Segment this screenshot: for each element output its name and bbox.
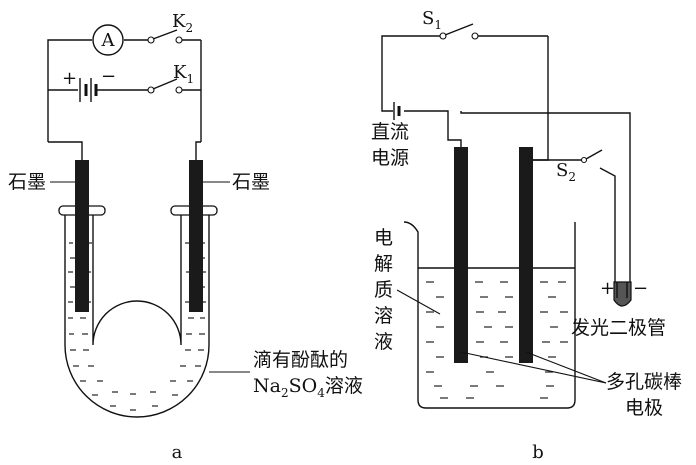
- figure-a: A K2 + − K1: [8, 11, 363, 463]
- beaker-liquid-marks: [426, 281, 568, 399]
- circuit-a-wires: [47, 39, 202, 160]
- svg-text:质: 质: [374, 279, 393, 301]
- carbon-electrode-right: [519, 147, 533, 363]
- svg-text:多孔碳棒: 多孔碳棒: [606, 371, 682, 393]
- graphite-electrode-left: [75, 160, 89, 312]
- dc-source: 直流 电源: [371, 102, 409, 169]
- svg-text:电: 电: [374, 227, 393, 249]
- graphite-electrode-right: [189, 160, 203, 312]
- circuit-b-wires: [381, 35, 631, 282]
- svg-text:解: 解: [374, 253, 393, 275]
- led-plus: +: [600, 278, 615, 299]
- battery-minus: −: [101, 66, 116, 87]
- beaker: [403, 221, 576, 409]
- switch-k2[interactable]: K2: [147, 11, 193, 44]
- ammeter: A: [92, 24, 124, 56]
- battery-plus: +: [62, 68, 77, 89]
- label-solution-line1: 滴有酚酞的: [253, 349, 348, 371]
- battery-a: + −: [62, 66, 116, 102]
- caption-b: b: [532, 442, 544, 463]
- u-tube-solution: [65, 240, 209, 417]
- carbon-electrode-label: 多孔碳棒 电极: [460, 351, 682, 419]
- label-solution-line2: Na2SO4溶液: [253, 375, 363, 400]
- led-label: 发光二极管: [571, 317, 666, 339]
- figure-b: S1 直流 电源 S2 + − 发光二极管 电: [371, 8, 682, 463]
- switch-s1[interactable]: S1: [422, 8, 479, 40]
- electrolyte-label: 电 解 质 溶 液: [374, 227, 441, 353]
- dc-source-label-1: 直流: [371, 121, 409, 143]
- caption-a: a: [172, 442, 183, 463]
- label-graphite-right: 石墨: [232, 171, 270, 193]
- switch-k1-label: K1: [173, 62, 194, 86]
- ammeter-label: A: [101, 30, 116, 51]
- led: + − 发光二极管: [571, 278, 666, 339]
- carbon-electrode-left: [454, 147, 468, 363]
- switch-k1[interactable]: K1: [147, 62, 194, 94]
- switch-k2-label: K2: [172, 11, 193, 35]
- switch-s2[interactable]: S2: [556, 149, 603, 184]
- label-graphite-left: 石墨: [8, 171, 46, 193]
- led-minus: −: [633, 278, 648, 299]
- svg-text:溶: 溶: [374, 305, 393, 327]
- svg-text:电极: 电极: [625, 397, 663, 419]
- switch-s2-label: S2: [556, 160, 576, 184]
- ammeter-circle: [92, 24, 124, 56]
- switch-s1-label: S1: [422, 8, 442, 32]
- dc-source-label-2: 电源: [371, 147, 409, 169]
- svg-text:液: 液: [374, 331, 393, 353]
